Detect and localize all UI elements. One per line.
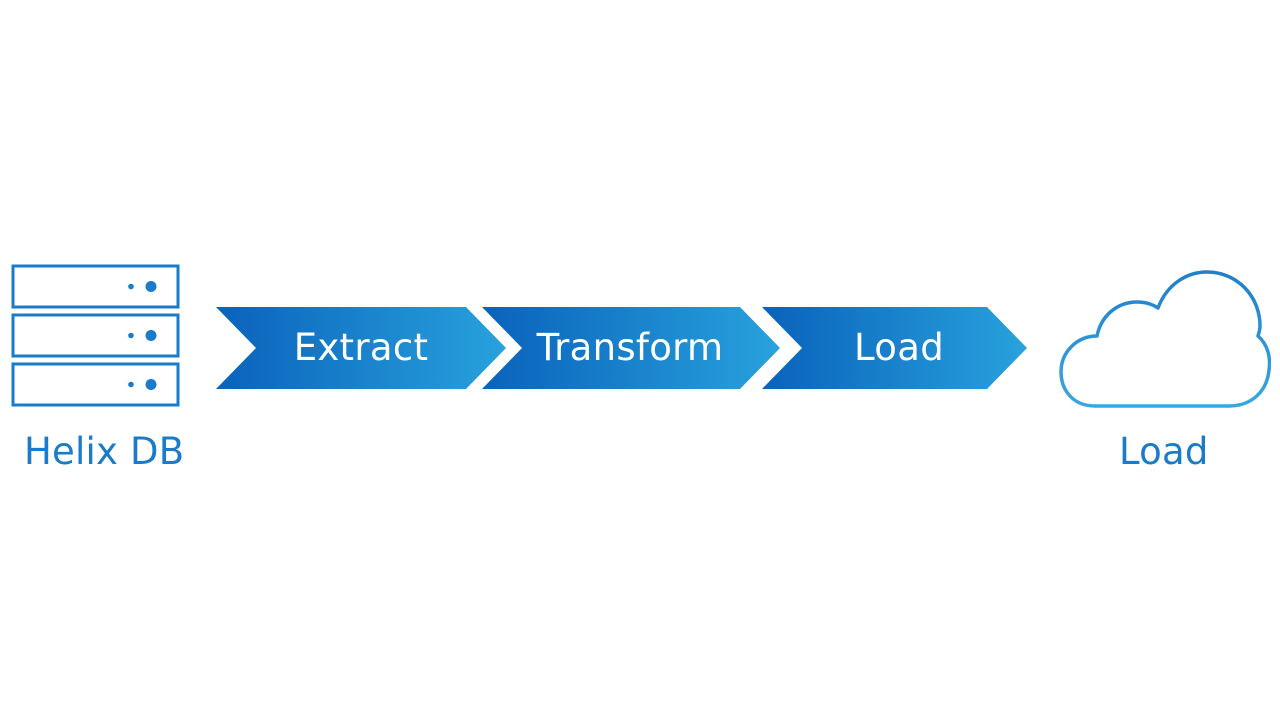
step-transform: Transform bbox=[482, 307, 780, 389]
chevron-shape bbox=[762, 307, 1027, 389]
source-label: Helix DB bbox=[24, 430, 185, 473]
cloud-icon bbox=[1055, 268, 1271, 414]
step-extract: Extract bbox=[216, 307, 506, 389]
server-stack-icon bbox=[10, 263, 182, 411]
chevron-shape bbox=[216, 307, 506, 389]
step-load: Load bbox=[762, 307, 1027, 389]
step-label: Load bbox=[854, 326, 944, 369]
step-label: Extract bbox=[293, 326, 429, 369]
target-label: Load bbox=[1119, 430, 1209, 473]
chevron-shape bbox=[482, 307, 780, 389]
step-label: Transform bbox=[536, 326, 724, 369]
